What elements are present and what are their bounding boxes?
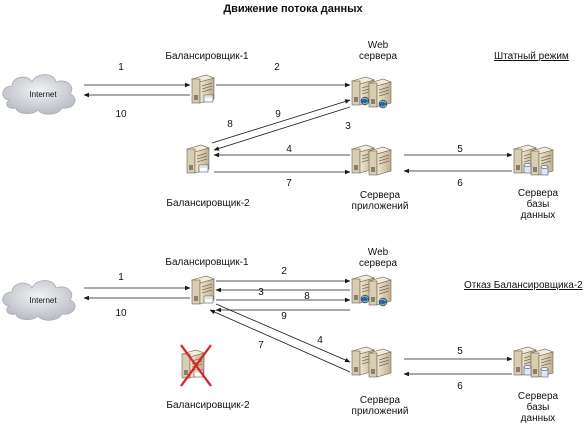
arrow-4 [215,303,351,363]
arrow-label-3: 3 [345,121,351,132]
balancer-1-icon [192,75,214,103]
arrow-label-9: 9 [281,311,287,322]
scenario-failure [2,275,553,387]
failure-cross-icon [180,344,212,387]
web-servers-icon [352,77,391,108]
arrow-9 [211,99,351,144]
mode-label-normal: Штатный режим [494,51,569,62]
db-label-line2: базы [526,199,550,210]
balancer-2-icon [187,145,209,173]
balancer-1-label: Балансировщик-1 [165,257,249,268]
app-servers-icon [352,145,391,175]
db-label-line3: данных [520,210,556,221]
app-label-line2: приложений [351,201,409,212]
arrow-label-4: 4 [286,144,292,155]
arrow-label-3: 3 [258,287,264,298]
internet-label: Internet [29,90,57,99]
arrow-label-6: 6 [457,381,463,392]
arrow-label-5: 5 [457,144,463,155]
arrow-label-7: 7 [258,340,264,351]
arrow-label-5: 5 [457,346,463,357]
balancer-1-label: Балансировщик-1 [165,51,249,62]
arrow-7 [209,309,351,373]
arrow-label-4: 4 [317,335,323,346]
app-label-line2: приложений [351,406,409,417]
arrow-label-9: 9 [275,109,281,120]
db-label-line2: базы [526,402,550,413]
app-servers-icon [352,347,391,377]
balancer-1-icon [192,276,214,304]
app-label-line1: Сервера [359,395,401,406]
arrow-8 [213,106,351,151]
balancer-2-label: Балансировщик-2 [166,198,250,209]
web-label-line1: Web [367,247,389,258]
web-label-line2: сервера [358,258,398,269]
db-label-line1: Сервера [517,188,559,199]
arrow-label-7: 7 [286,178,292,189]
arrow-label-10: 10 [115,109,127,120]
web-label-line2: сервера [358,51,398,62]
db-servers-icon [514,145,553,175]
arrow-label-2: 2 [281,266,287,277]
app-label-line1: Сервера [359,190,401,201]
arrow-label-6: 6 [457,178,463,189]
scenario-normal [2,74,553,176]
diagram-title: Движение потока данных [223,3,363,15]
arrow-label-2: 2 [274,62,280,73]
arrow-label-8: 8 [227,119,233,130]
web-label-line1: Web [367,40,389,51]
arrow-label-8: 8 [304,291,310,302]
internet-label: Internet [29,296,57,305]
web-servers-icon [352,275,391,306]
balancer-2-label: Балансировщик-2 [166,400,250,411]
db-label-line3: данных [520,413,556,424]
arrow-label-1: 1 [118,62,124,73]
arrow-label-1: 1 [118,272,124,283]
mode-label-failure: Отказ Балансировщика-2 [464,280,583,291]
db-label-line1: Сервера [517,391,559,402]
arrow-label-10: 10 [115,308,127,319]
db-servers-icon [514,347,553,377]
balancer-2-failed-icon [182,350,204,378]
